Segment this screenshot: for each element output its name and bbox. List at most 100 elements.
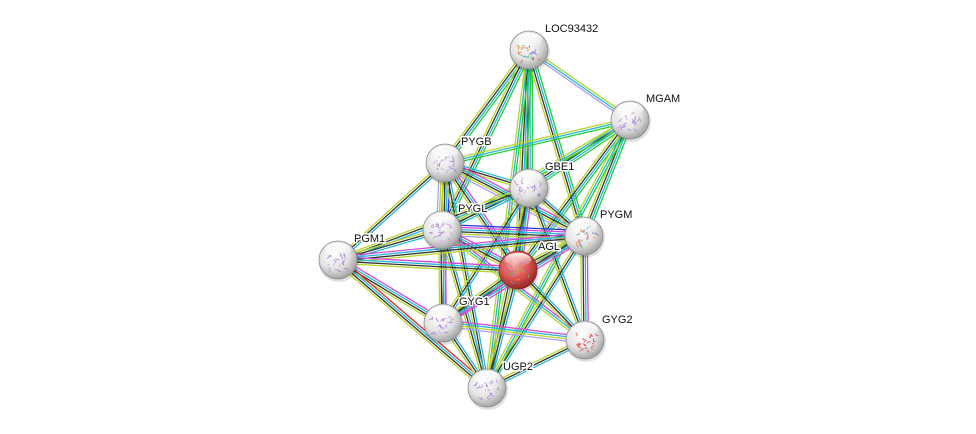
edge-line-databases	[446, 162, 490, 388]
structure-stroke	[516, 268, 519, 274]
edge-line-databases	[444, 188, 532, 325]
structure-stroke	[449, 160, 455, 162]
edge-loc93432-mgam[interactable]	[527, 47, 632, 123]
edge-pgm1-agl[interactable]	[337, 256, 519, 274]
edge-pygl-pygm[interactable]	[441, 223, 585, 243]
structure-stroke	[527, 186, 529, 190]
edge-line-databases	[445, 162, 520, 270]
structure-stroke	[516, 278, 521, 282]
structure-stroke	[576, 344, 579, 348]
structure-stroke	[437, 235, 441, 237]
node-label-halo: PYGM	[600, 209, 632, 221]
edge-line-neighborhood	[444, 51, 533, 232]
edge-line-coexpression	[337, 162, 446, 261]
node-label: UGP2	[503, 361, 533, 373]
structure-stroke	[343, 267, 348, 270]
edge-line-textmining	[337, 262, 518, 274]
edge-gyg1-gyg2[interactable]	[442, 319, 586, 344]
edge-line-textmining	[442, 323, 585, 342]
edge-pgm1-gyg1[interactable]	[335, 256, 446, 327]
structure-stroke	[575, 343, 579, 346]
edge-line-textmining	[442, 163, 486, 389]
node-label: MGAM	[646, 93, 680, 105]
edge-pygb-ugp2[interactable]	[442, 162, 490, 389]
structure-stroke	[532, 56, 535, 61]
node-gloss	[515, 170, 543, 185]
structure-stroke	[592, 232, 595, 235]
edge-pgm1-ugp2[interactable]	[335, 257, 490, 391]
node-label: PYGL	[458, 203, 487, 215]
structure-stroke	[520, 189, 524, 192]
structure-stroke	[527, 274, 530, 278]
structure-stroke	[575, 233, 580, 236]
edge-line-databases	[337, 234, 584, 260]
structure-stroke	[530, 55, 534, 59]
edge-gbe1-gyg2[interactable]	[526, 187, 588, 341]
structure-stroke	[618, 124, 622, 127]
structure-stroke	[531, 188, 538, 193]
edge-line-databases	[444, 119, 631, 164]
structure-stroke	[510, 280, 516, 284]
structure-stroke	[449, 232, 453, 237]
structure-stroke	[431, 317, 434, 320]
structure-stroke	[503, 264, 509, 270]
structure-stroke	[529, 51, 533, 55]
structure-stroke	[487, 389, 490, 391]
edge-gbe1-gyg1[interactable]	[440, 186, 532, 325]
structure-stroke	[593, 236, 596, 239]
structure-stroke	[439, 161, 442, 163]
structure-stroke	[520, 47, 523, 51]
edge-pygb-pgm1[interactable]	[336, 160, 447, 263]
edge-pygb-agl[interactable]	[441, 160, 522, 273]
structure-stroke	[586, 341, 591, 344]
edge-line-coexpression	[337, 260, 518, 272]
structure-stroke	[583, 340, 586, 343]
structure-stroke	[340, 256, 344, 260]
structure-stroke	[620, 126, 625, 130]
edge-line-textmining	[441, 164, 516, 273]
structure-stroke	[344, 255, 347, 260]
edge-mgam-pygm[interactable]	[580, 118, 634, 238]
edge-line-coexpression	[336, 260, 487, 390]
structure-stroke	[587, 350, 589, 353]
structure-stroke	[488, 394, 492, 398]
node-label: GBE1	[545, 161, 574, 173]
edge-line-coexpression	[527, 50, 584, 237]
structure-stroke	[452, 161, 455, 166]
edge-pygm-ugp2[interactable]	[484, 234, 587, 390]
node-label-halo: LOC93432	[545, 23, 598, 35]
edge-line-textmining	[580, 118, 628, 236]
edge-line-coexpression	[443, 163, 518, 271]
edge-line-textmining	[336, 160, 444, 259]
structure-stroke	[533, 184, 536, 188]
structure-stroke	[450, 167, 456, 169]
node-label: PGM1	[354, 233, 385, 245]
structure-stroke	[496, 387, 499, 391]
structure-stroke	[438, 162, 441, 167]
edge-pgm1-pygm[interactable]	[337, 232, 585, 264]
node-gloss	[616, 102, 644, 117]
structure-stroke	[433, 159, 438, 164]
structure-stroke	[582, 343, 587, 347]
edge-loc93432-pygm[interactable]	[525, 48, 588, 238]
structure-stroke	[622, 122, 628, 127]
edge-mgam-pygb[interactable]	[444, 117, 631, 166]
structure-stroke	[514, 180, 519, 186]
node-gloss	[504, 252, 532, 267]
node-gloss	[428, 212, 456, 227]
edge-line-coexpression	[442, 187, 530, 324]
node-label: GYG1	[459, 296, 490, 308]
structure-stroke	[584, 231, 588, 235]
